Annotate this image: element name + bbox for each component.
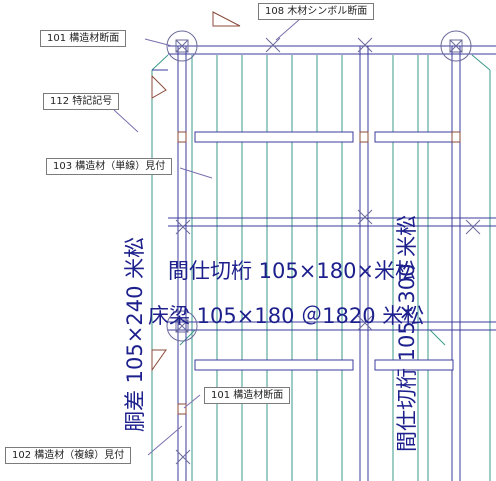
callout-101-bottom: 101 構造材断面 — [204, 387, 291, 404]
beam-top-annotation: 間仕切桁 105×180×米松 — [168, 259, 416, 283]
callout-108: 108 木材シンボル断面 — [258, 3, 375, 20]
tie-beam-annotation: 胴差 105×240 米松 — [123, 237, 147, 432]
callout-103: 103 構造材（単線）見付 — [46, 158, 173, 175]
leader-lines — [113, 18, 301, 456]
callout-112: 112 特記記号 — [43, 93, 120, 110]
column-lines — [151, 55, 491, 481]
right-beam-annotation: 間仕切桁 105×300 米松 — [395, 215, 419, 452]
callout-101-top: 101 構造材断面 — [40, 30, 127, 47]
callout-102: 102 構造材（複線）見付 — [5, 447, 132, 464]
column-sections — [166, 30, 472, 342]
floor-beam-annotation: 床梁 105×180 ＠1820 米松 — [148, 304, 424, 328]
wood-section-marks — [175, 37, 481, 465]
floor-beam-outlines — [194, 131, 454, 371]
hip-lines — [151, 54, 491, 346]
special-marks — [151, 11, 241, 372]
column-ticks — [177, 131, 461, 415]
